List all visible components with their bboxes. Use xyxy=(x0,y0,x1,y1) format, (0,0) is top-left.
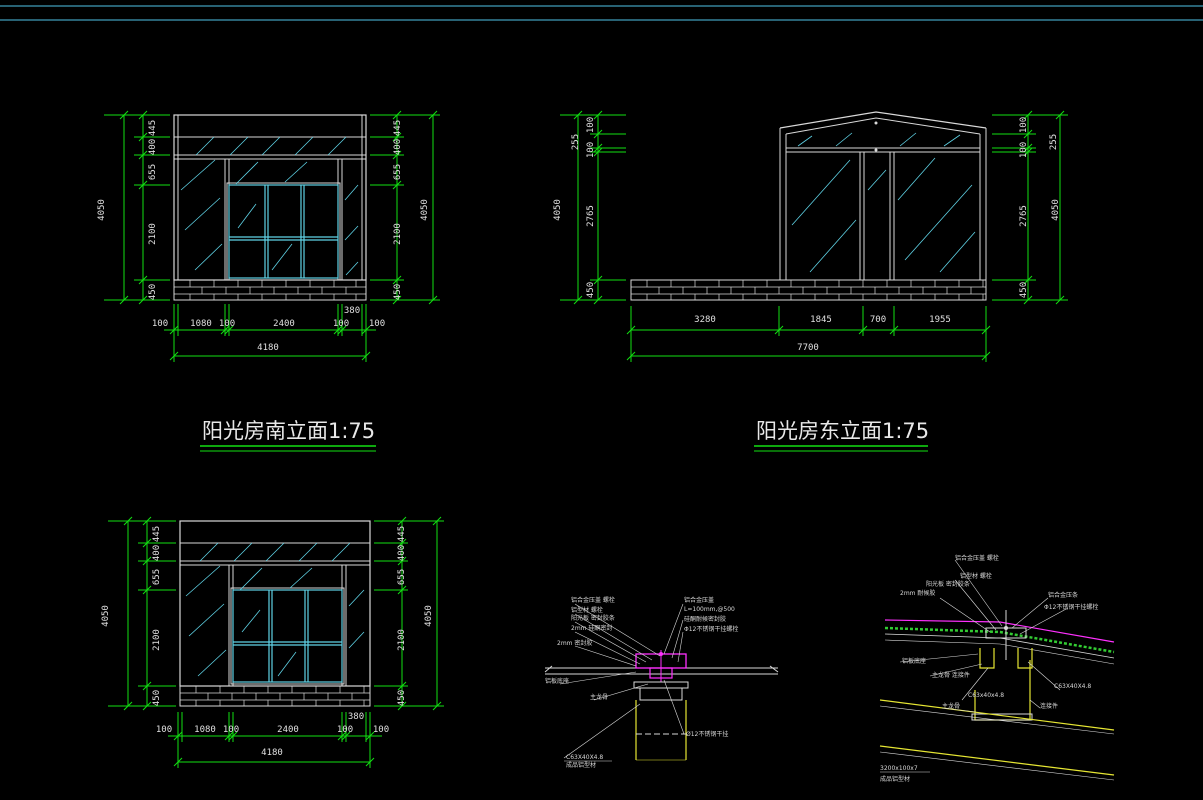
south-elevation: 445 400 655 2100 450 4050 445 400 655 21… xyxy=(97,110,440,362)
detail-b-note-left-1: 铝板底座 xyxy=(902,657,926,665)
detail-b-note-c63: C63x40x4.8 xyxy=(968,692,1004,699)
east-dim-total-height-right: 4050 xyxy=(1051,199,1061,221)
south-dim-v-2100-left: 2100 xyxy=(148,223,158,245)
south-dim-v-450-right: 450 xyxy=(393,284,403,300)
detail-b-note-left-2: 主龙骨 连接件 xyxy=(932,671,970,679)
north-dim-v-450-left: 450 xyxy=(152,690,162,706)
east-dim-total-width: 7700 xyxy=(797,343,819,353)
detail-a-note-left-7: 主龙骨 xyxy=(590,693,608,701)
detail-b-bottom-label: 3200x100x7 xyxy=(880,765,918,772)
south-dim-h-100b: 100 xyxy=(219,319,235,329)
south-dim-380: 380 xyxy=(344,306,360,316)
east-dim-v-100-left-top: 100 xyxy=(586,117,596,133)
detail-a-note-left-3: 阳光板 密封胶条 xyxy=(571,614,615,622)
north-dim-v-450-right: 450 xyxy=(397,690,407,706)
detail-b-note-top-4: 2mm 耐候胶 xyxy=(900,589,935,597)
east-dim-h-1845: 1845 xyxy=(810,315,832,325)
south-dim-v-400-right: 400 xyxy=(393,139,403,155)
north-dim-v-655-right: 655 xyxy=(397,569,407,585)
detail-b-note-cap: 铝合金压条 xyxy=(1048,591,1078,599)
east-dim-v-100-left-mid: 100 xyxy=(586,142,596,158)
detail-b-note-top-2: 铝型材 螺栓 xyxy=(960,572,992,580)
south-dim-v-445-right: 445 xyxy=(393,120,403,136)
detail-b-bottom-sub: 成品铝型材 xyxy=(880,775,910,783)
detail-b-note-bolt: Φ12不锈钢干挂螺栓 xyxy=(1044,603,1098,611)
east-elevation: 100 255 100 2765 450 4050 100 255 100 27… xyxy=(553,110,1068,362)
north-elevation: 445 400 655 2100 450 4050 445 400 655 21… xyxy=(101,516,444,768)
north-dim-v-2100-right: 2100 xyxy=(397,629,407,651)
south-dim-v-2100-right: 2100 xyxy=(393,223,403,245)
south-title-block: 阳光房南立面1:75 xyxy=(200,419,376,452)
south-dim-total-height-left: 4050 xyxy=(97,199,107,221)
east-title-block: 阳光房东立面1:75 xyxy=(754,419,929,452)
south-dim-h-100c: 100 xyxy=(333,319,349,329)
detail-a-bottom-sub: 成品铝型材 xyxy=(566,761,596,769)
detail-a-note-left-2: 铝型材 螺栓 xyxy=(571,606,603,614)
north-dim-v-655-left: 655 xyxy=(152,569,162,585)
detail-a-note-bolt-2: Ø12不锈钢干挂 xyxy=(686,730,728,738)
east-dim-total-height-left: 4050 xyxy=(553,199,563,221)
north-dim-380: 380 xyxy=(348,712,364,722)
south-dim-h-2400: 2400 xyxy=(273,319,295,329)
east-dim-v-450-right: 450 xyxy=(1019,282,1029,298)
top-border-lines xyxy=(0,5,1203,21)
east-dim-v-100-right-top: 100 xyxy=(1019,117,1029,133)
detail-b-note-c63-right: C63X40X4.8 xyxy=(1054,683,1091,690)
north-dim-v-445-left: 445 xyxy=(152,526,162,542)
detail-a-section: 铝合金压盖 螺栓 铝型材 螺栓 阳光板 密封胶条 2mm 硅酮密封 2mm 密封… xyxy=(544,596,779,769)
south-dim-v-450-left: 450 xyxy=(148,284,158,300)
east-dim-v-2765-left: 2765 xyxy=(586,205,596,227)
south-dim-h-100a: 100 xyxy=(152,319,168,329)
detail-a-note-spacing: L=100mm,@500 xyxy=(684,606,735,613)
north-dim-total-height-right: 4050 xyxy=(424,605,434,627)
detail-a-bottom-label: C63X40X4.8 xyxy=(566,754,603,761)
east-dim-v-255-right: 255 xyxy=(1049,134,1059,150)
south-dim-total-height-right: 4050 xyxy=(420,199,430,221)
north-dim-h-2400: 2400 xyxy=(277,725,299,735)
north-dim-h-100a: 100 xyxy=(156,725,172,735)
north-dim-h-100c: 100 xyxy=(337,725,353,735)
north-dim-v-445-right: 445 xyxy=(397,526,407,542)
detail-b-note-top-1: 铝合金压盖 螺栓 xyxy=(955,554,999,562)
detail-a-note-left-5: 2mm 密封胶 xyxy=(557,639,592,647)
south-dim-total-width: 4180 xyxy=(257,343,279,353)
east-dim-h-700: 700 xyxy=(870,315,886,325)
detail-a-note-right-seal: 硅酮耐候密封胶 xyxy=(684,615,726,623)
south-dim-v-655-left: 655 xyxy=(148,164,158,180)
detail-b-note-right-2: 连接件 xyxy=(1040,702,1058,710)
north-dim-total-height-left: 4050 xyxy=(101,605,111,627)
detail-b-section: 铝合金压盖 螺栓 铝型材 螺栓 阳光板 密封胶条 2mm 耐候胶 铝合金压条 Φ… xyxy=(879,554,1115,783)
south-dim-v-655-right: 655 xyxy=(393,164,403,180)
detail-a-note-left-1: 铝合金压盖 螺栓 xyxy=(571,596,615,604)
east-dim-h-1955: 1955 xyxy=(929,315,951,325)
detail-a-note-left-6: 铝板底座 xyxy=(545,677,569,685)
east-dim-v-255-left: 255 xyxy=(571,134,581,150)
detail-a-note-left-4: 2mm 硅酮密封 xyxy=(571,624,612,632)
detail-a-note-bolt: Φ12不锈钢干挂螺栓 xyxy=(684,625,738,633)
north-dim-h-100b: 100 xyxy=(223,725,239,735)
east-elevation-title: 阳光房东立面1:75 xyxy=(756,419,929,443)
south-dim-v-445-left: 445 xyxy=(148,120,158,136)
detail-a-note-cap: 铝合金压盖 xyxy=(684,596,714,604)
south-elevation-title: 阳光房南立面1:75 xyxy=(202,419,375,443)
east-dim-v-2765-right: 2765 xyxy=(1019,205,1029,227)
north-dim-v-2100-left: 2100 xyxy=(152,629,162,651)
north-dim-h-1080: 1080 xyxy=(194,725,216,735)
detail-b-note-left-3: 主龙骨 xyxy=(942,702,960,710)
east-dim-v-450-left: 450 xyxy=(586,282,596,298)
detail-b-note-top-3: 阳光板 密封胶条 xyxy=(926,580,970,588)
north-dim-total-width: 4180 xyxy=(261,748,283,758)
east-dim-h-3280: 3280 xyxy=(694,315,716,325)
south-dim-h-100d: 100 xyxy=(369,319,385,329)
east-dim-v-100-right-mid: 100 xyxy=(1019,142,1029,158)
north-dim-v-400-right: 400 xyxy=(397,545,407,561)
south-dim-h-1080: 1080 xyxy=(190,319,212,329)
south-dim-v-400-left: 400 xyxy=(148,139,158,155)
north-dim-v-400-left: 400 xyxy=(152,545,162,561)
north-dim-h-100d: 100 xyxy=(373,725,389,735)
